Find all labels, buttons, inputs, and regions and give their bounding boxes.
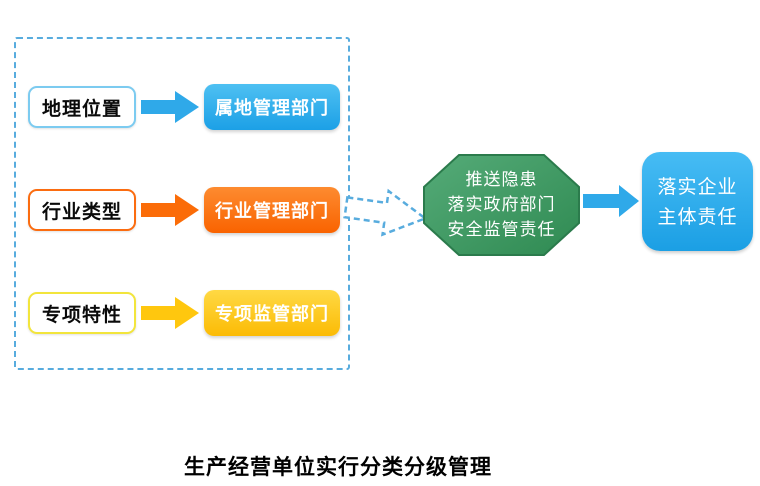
source-box-geographic-location: 地理位置 [28,86,136,128]
target-box-special-supervision: 专项监管部门 [204,290,340,336]
result-box-enterprise-responsibility: 落实企业 主体责任 [642,152,753,251]
octagon-line-2: 落实政府部门 [447,194,556,215]
result-line-2: 主体责任 [657,205,738,228]
result-line-1: 落实企业 [657,175,738,198]
orange-right-arrow-icon [141,194,199,226]
target-box-territorial-management: 属地管理部门 [204,84,340,130]
source-label-industry-type: 行业类型 [41,200,122,223]
blue-right-arrow-icon [141,91,199,123]
source-box-industry-type: 行业类型 [28,189,136,231]
source-box-special-characteristics: 专项特性 [28,292,136,334]
dashed-hollow-arrow-icon [343,188,428,237]
diagram-caption: 生产经营单位实行分类分级管理 [184,455,492,479]
yellow-right-arrow-icon [141,297,199,329]
target-label-territorial-management: 属地管理部门 [215,98,329,119]
target-box-industry-management: 行业管理部门 [204,187,340,233]
source-label-geographic-location: 地理位置 [41,97,122,120]
octagon-shape [423,154,580,256]
octagon-government-responsibility: 推送隐患 落实政府部门 安全监管责任 [423,154,580,256]
target-label-special-supervision: 专项监管部门 [215,304,329,325]
blue-final-arrow-icon [583,185,639,217]
target-label-industry-management: 行业管理部门 [215,201,329,222]
source-label-special-characteristics: 专项特性 [41,303,122,326]
octagon-line-3: 安全监管责任 [447,219,556,240]
octagon-line-1: 推送隐患 [465,169,538,190]
